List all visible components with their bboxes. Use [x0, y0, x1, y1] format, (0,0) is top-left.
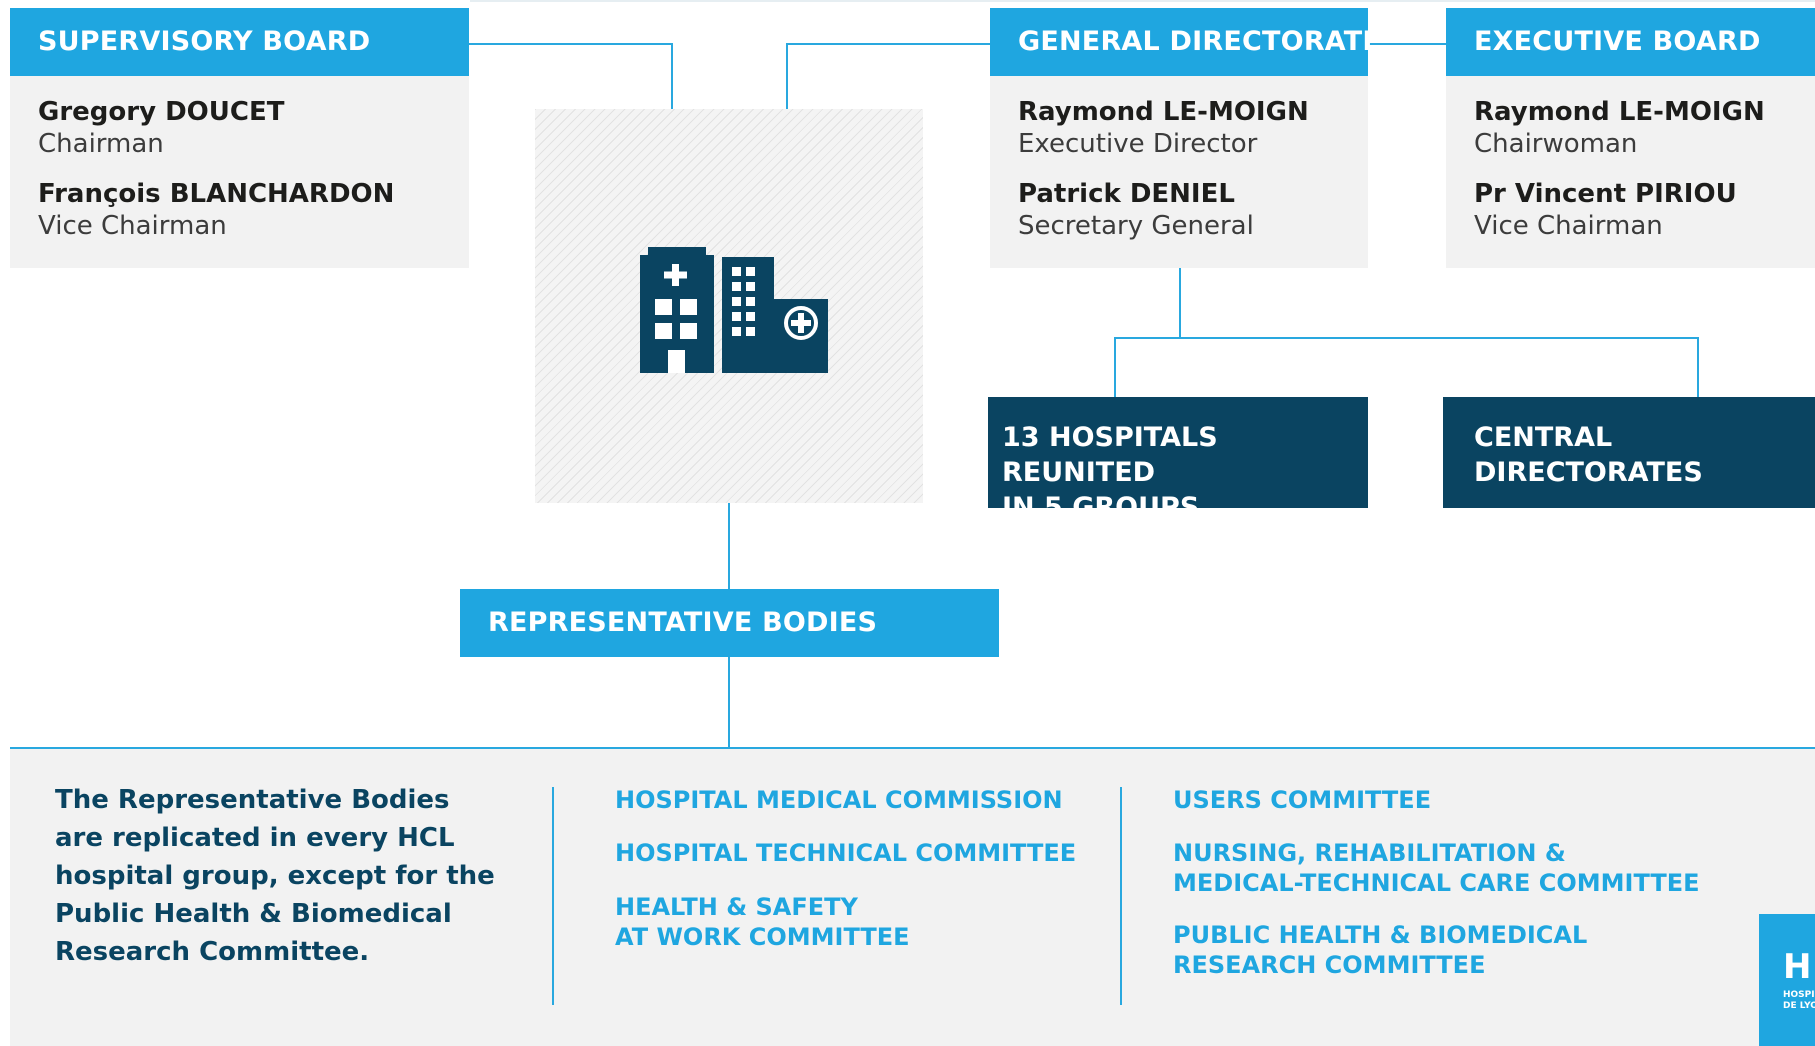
member-role: Vice Chairman [38, 211, 227, 241]
general-directorate-card: Raymond LE-MOIGN Executive Director Patr… [990, 76, 1368, 268]
supervisory-board-header: SUPERVISORY BOARD [10, 8, 469, 76]
committee-nursing: NURSING, REHABILITATION & MEDICAL-TECHNI… [1173, 838, 1700, 898]
connector-directorate-executive [1368, 43, 1446, 45]
connector-center-down [728, 503, 730, 589]
committee-label: HOSPITAL TECHNICAL COMMITTEE [615, 839, 1077, 867]
connector-supervisory-h [469, 43, 673, 45]
connector-branch-left [1114, 337, 1116, 397]
connector-directorate-h [786, 43, 990, 45]
divider-right [1120, 787, 1122, 1005]
general-directorate-header: GENERAL DIRECTORATE [990, 8, 1381, 76]
executive-board-header: EXECUTIVE BOARD [1446, 8, 1815, 76]
committee-public-health: PUBLIC HEALTH & BIOMEDICAL RESEARCH COMM… [1173, 920, 1587, 980]
connector-directorate-down [1179, 268, 1181, 338]
committee-label: PUBLIC HEALTH & BIOMEDICAL [1173, 921, 1588, 949]
logo-text-line2: DE LYO [1783, 1001, 1815, 1011]
hospital-tile [535, 109, 923, 503]
member-role: Executive Director [1018, 129, 1258, 159]
committees-panel: The Representative Bodies are replicated… [10, 747, 1815, 1046]
hospitals-box-line1: 13 HOSPITALS REUNITED [1002, 422, 1218, 488]
logo-text: HOSPI DE LYO [1783, 990, 1815, 1012]
connector-branch-right [1697, 337, 1699, 397]
representative-bodies-header: REPRESENTATIVE BODIES [460, 589, 999, 657]
member-role: Vice Chairman [1474, 211, 1663, 241]
hospitals-groups-box: 13 HOSPITALS REUNITED IN 5 GROUPS [988, 397, 1368, 523]
committee-label: MEDICAL-TECHNICAL CARE COMMITTEE [1173, 869, 1700, 897]
member-name: Pr Vincent PIRIOU [1474, 179, 1737, 209]
logo-mark: H [1783, 947, 1812, 987]
member-name: François BLANCHARDON [38, 179, 395, 209]
committee-label: AT WORK COMMITTEE [615, 923, 910, 951]
connector-directorate-v [786, 43, 788, 109]
member-name: Raymond LE-MOIGN [1474, 97, 1765, 127]
member-role: Chairwoman [1474, 129, 1638, 159]
committee-label: RESEARCH COMMITTEE [1173, 951, 1486, 979]
central-box-line2: DIRECTORATES [1474, 457, 1703, 488]
committee-label: HEALTH & SAFETY [615, 893, 858, 921]
supervisory-board-card: Gregory DOUCET Chairman François BLANCHA… [10, 76, 469, 268]
committee-label: NURSING, REHABILITATION & [1173, 839, 1566, 867]
connector-branch-h [1114, 337, 1699, 339]
central-box-line1: CENTRAL [1474, 422, 1613, 453]
member-role: Chairman [38, 129, 164, 159]
committee-hospital-technical: HOSPITAL TECHNICAL COMMITTEE [615, 838, 1076, 868]
committee-label: HOSPITAL MEDICAL COMMISSION [615, 786, 1063, 814]
central-directorates-box: CENTRAL DIRECTORATES [1443, 397, 1815, 508]
committee-users: USERS COMMITTEE [1173, 785, 1431, 815]
committee-label: USERS COMMITTEE [1173, 786, 1432, 814]
member-name: Gregory DOUCET [38, 97, 285, 127]
connector-bodies-down [728, 656, 730, 748]
hcl-logo: H HOSPI DE LYO [1759, 914, 1815, 1046]
member-name: Raymond LE-MOIGN [1018, 97, 1309, 127]
hospital-icon [640, 247, 828, 373]
top-edge-line [470, 0, 1815, 2]
hospitals-box-line2: IN 5 GROUPS [1002, 492, 1200, 523]
logo-text-line1: HOSPI [1783, 990, 1815, 1000]
connector-supervisory-v [671, 43, 673, 109]
representative-bodies-note: The Representative Bodies are replicated… [55, 785, 495, 967]
committee-hospital-medical: HOSPITAL MEDICAL COMMISSION [615, 785, 1063, 815]
divider-left [552, 787, 554, 1005]
committee-health-safety: HEALTH & SAFETY AT WORK COMMITTEE [615, 892, 910, 952]
executive-board-card: Raymond LE-MOIGN Chairwoman Pr Vincent P… [1446, 76, 1815, 268]
member-role: Secretary General [1018, 211, 1254, 241]
member-name: Patrick DENIEL [1018, 179, 1235, 209]
